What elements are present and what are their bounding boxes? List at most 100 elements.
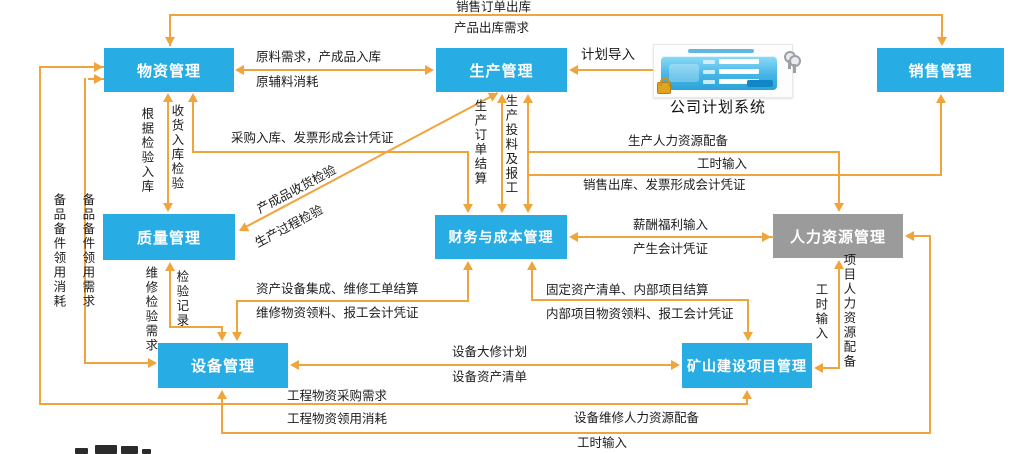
planning-system-caption: 公司计划系统 xyxy=(670,98,767,116)
edge-segment xyxy=(236,301,238,335)
planning-system-thumbnail xyxy=(653,44,801,98)
arrowhead xyxy=(569,65,578,75)
edge-label: 产生会计凭证 xyxy=(633,241,709,256)
arrowhead xyxy=(188,93,198,102)
node-production: 生产管理 xyxy=(436,48,567,92)
edge-label: 固定资产清单、内部项目结算 xyxy=(546,282,709,297)
edge-segment xyxy=(169,264,171,327)
edge-segment xyxy=(84,78,86,364)
arrowhead xyxy=(497,204,507,213)
arrowhead xyxy=(463,204,473,213)
arrowhead xyxy=(463,261,473,270)
arrowhead xyxy=(217,390,227,399)
arrowhead xyxy=(235,65,244,75)
edge-label: 原料需求，产成品入库 xyxy=(256,49,382,64)
arrowhead xyxy=(523,94,533,103)
arrowhead xyxy=(232,332,242,341)
arrowhead xyxy=(165,262,175,271)
arrowhead xyxy=(671,360,680,370)
arrowhead xyxy=(834,203,844,212)
edge-segment xyxy=(747,299,749,335)
edge-label: 检验记录 xyxy=(174,270,190,328)
arrowhead xyxy=(94,74,103,84)
edge-segment xyxy=(169,326,223,328)
arrowhead xyxy=(762,232,771,242)
edge-label: 备品备件领用需求 xyxy=(80,193,96,309)
edge-segment xyxy=(167,97,169,205)
arrowhead xyxy=(743,332,753,341)
field-label xyxy=(703,70,715,74)
input-bar xyxy=(719,59,759,64)
edge-label: 收货入库检验 xyxy=(169,104,185,191)
edge-segment xyxy=(838,153,840,205)
arrowhead xyxy=(290,360,299,370)
node-quality: 质量管理 xyxy=(103,214,235,260)
edge-segment xyxy=(169,14,943,16)
arrowhead xyxy=(523,204,533,213)
node-finance: 财务与成本管理 xyxy=(435,215,567,259)
arrowhead xyxy=(937,37,947,46)
edge-segment xyxy=(192,97,194,152)
edge-label: 生产人力资源配备 xyxy=(628,133,729,148)
edge-segment xyxy=(746,396,748,405)
edge-segment xyxy=(221,432,931,434)
edge-segment xyxy=(221,326,223,335)
input-bar xyxy=(719,69,759,74)
edge-label: 内部项目物资领料、报工会计凭证 xyxy=(546,306,734,321)
edge-label: 工时输入 xyxy=(697,156,748,171)
edge-label: 项目人力资源配备 xyxy=(841,253,857,369)
arrowhead xyxy=(905,231,914,241)
edge-segment xyxy=(531,299,749,301)
arrowhead xyxy=(834,260,844,269)
edge-segment xyxy=(221,396,223,434)
edge-label: 产成品收货检验 xyxy=(254,161,339,217)
edge-segment xyxy=(39,66,41,405)
edge-label: 生产订单结算 xyxy=(472,99,488,186)
edge-segment xyxy=(527,174,942,176)
edge-segment xyxy=(838,267,840,369)
field-label xyxy=(703,60,715,64)
edge-label: 薪酬福利输入 xyxy=(633,217,709,232)
edge-label: 采购入库、发票形成会计凭证 xyxy=(231,130,394,145)
edge-label: 根据检验入库 xyxy=(139,107,155,194)
clipped-text-fragment xyxy=(75,448,88,454)
arrowhead xyxy=(148,358,157,368)
edge-segment xyxy=(941,14,943,38)
arrowhead xyxy=(163,93,173,102)
login-button-shape xyxy=(747,80,773,87)
arrowhead xyxy=(527,261,537,270)
edge-label: 备品备件领用消耗 xyxy=(51,193,67,309)
edge-segment xyxy=(940,101,942,176)
clipped-text-fragment xyxy=(95,445,117,454)
edge-label: 原辅料消耗 xyxy=(256,74,319,89)
edge-segment xyxy=(239,92,499,231)
node-project: 矿山建设项目管理 xyxy=(682,343,812,388)
edge-segment xyxy=(820,367,840,369)
edge-segment xyxy=(531,268,533,301)
arrowhead xyxy=(94,62,103,72)
arrowhead xyxy=(569,232,578,242)
edge-segment xyxy=(39,403,748,405)
edge-label: 销售出库、发票形成会计凭证 xyxy=(583,177,746,192)
edge-label: 产品出库需求 xyxy=(454,20,530,35)
arrowhead xyxy=(742,390,752,399)
edge-segment xyxy=(467,268,469,302)
edge-label: 生产投料及报工 xyxy=(503,94,519,196)
arrowhead xyxy=(217,332,227,341)
field-label xyxy=(703,80,715,84)
arrowhead xyxy=(165,37,175,46)
edge-label: 计划导入 xyxy=(581,47,635,63)
edge-segment xyxy=(169,14,171,46)
edge-segment xyxy=(467,153,469,206)
edge-label: 维修物资领料、报工会计凭证 xyxy=(256,305,419,320)
arrowhead xyxy=(936,94,946,103)
edge-label: 工时输入 xyxy=(813,283,829,341)
clipped-text-fragment xyxy=(142,449,151,454)
edge-segment xyxy=(84,362,150,364)
edge-segment xyxy=(299,364,674,366)
arrowhead xyxy=(814,363,823,373)
edge-label: 资产设备集成、维修工单结算 xyxy=(256,281,419,296)
edge-label: 工程物资采购需求 xyxy=(287,388,388,403)
input-bar xyxy=(719,79,759,84)
